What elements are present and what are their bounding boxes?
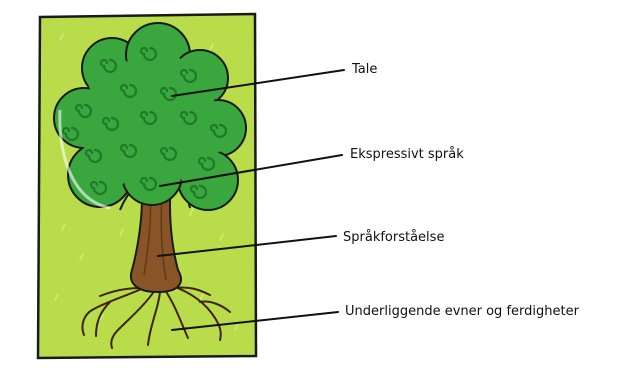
label-sprakforstaelse: Språkforståelse (343, 230, 444, 246)
label-ekspressivt-sprak: Ekspressivt språk (350, 147, 464, 163)
label-underliggende-evner: Underliggende evner og ferdigheter (345, 304, 579, 320)
label-tale: Tale (352, 62, 377, 78)
